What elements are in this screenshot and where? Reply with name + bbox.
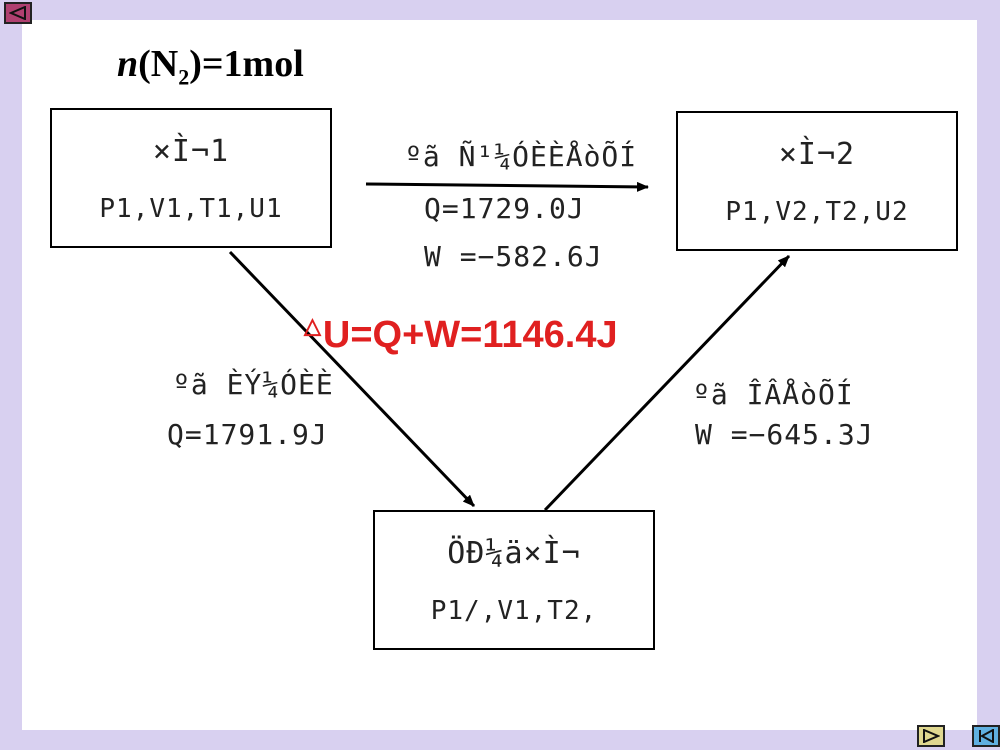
right-path-arrow [543, 254, 791, 512]
energy-formula: △U=Q+W=1146.4J [304, 313, 618, 357]
next-button[interactable] [917, 725, 945, 747]
triangle-right-icon [923, 729, 940, 743]
triangle-left-icon [9, 6, 26, 20]
top-path-heading: ºã Ñ¹¼ÓÈÈÅòÕÍ [405, 140, 638, 173]
state-1-params: P1,V1,T1,U1 [99, 194, 283, 224]
state-2-name: ×Ì¬2 [778, 137, 856, 172]
top-path-heat: Q=1729.0J [424, 192, 585, 225]
state-1-box: ×Ì¬1 P1,V1,T1,U1 [50, 108, 332, 248]
formula-text: U=Q+W=1146.4J [322, 314, 618, 356]
intermediate-state-box: ÖÐ¼ä×Ì¬ P1/,V1,T2, [373, 510, 655, 650]
delta-symbol: △ [304, 313, 321, 338]
right-path-heading: ºã ÎÂÅòÕÍ [693, 378, 854, 411]
state-1-name: ×Ì¬1 [152, 134, 230, 169]
left-path-heat: Q=1791.9J [167, 418, 328, 451]
right-path-work: W =−645.3J [695, 418, 874, 451]
state-2-box: ×Ì¬2 P1,V2,T2,U2 [676, 111, 958, 251]
back-button[interactable] [4, 2, 32, 24]
top-path-arrow [365, 181, 649, 192]
first-slide-button[interactable] [972, 725, 1000, 747]
left-path-arrow [228, 250, 476, 508]
skip-back-icon [979, 729, 994, 743]
intermediate-state-params: P1/,V1,T2, [430, 596, 598, 626]
left-path-heading: ºã ÈÝ¼ÓÈÈ [173, 368, 334, 401]
page-title: n(N2)=1mol [117, 43, 304, 90]
state-2-params: P1,V2,T2,U2 [725, 197, 909, 227]
intermediate-state-name: ÖÐ¼ä×Ì¬ [447, 536, 581, 571]
top-path-work: W =−582.6J [424, 240, 603, 273]
